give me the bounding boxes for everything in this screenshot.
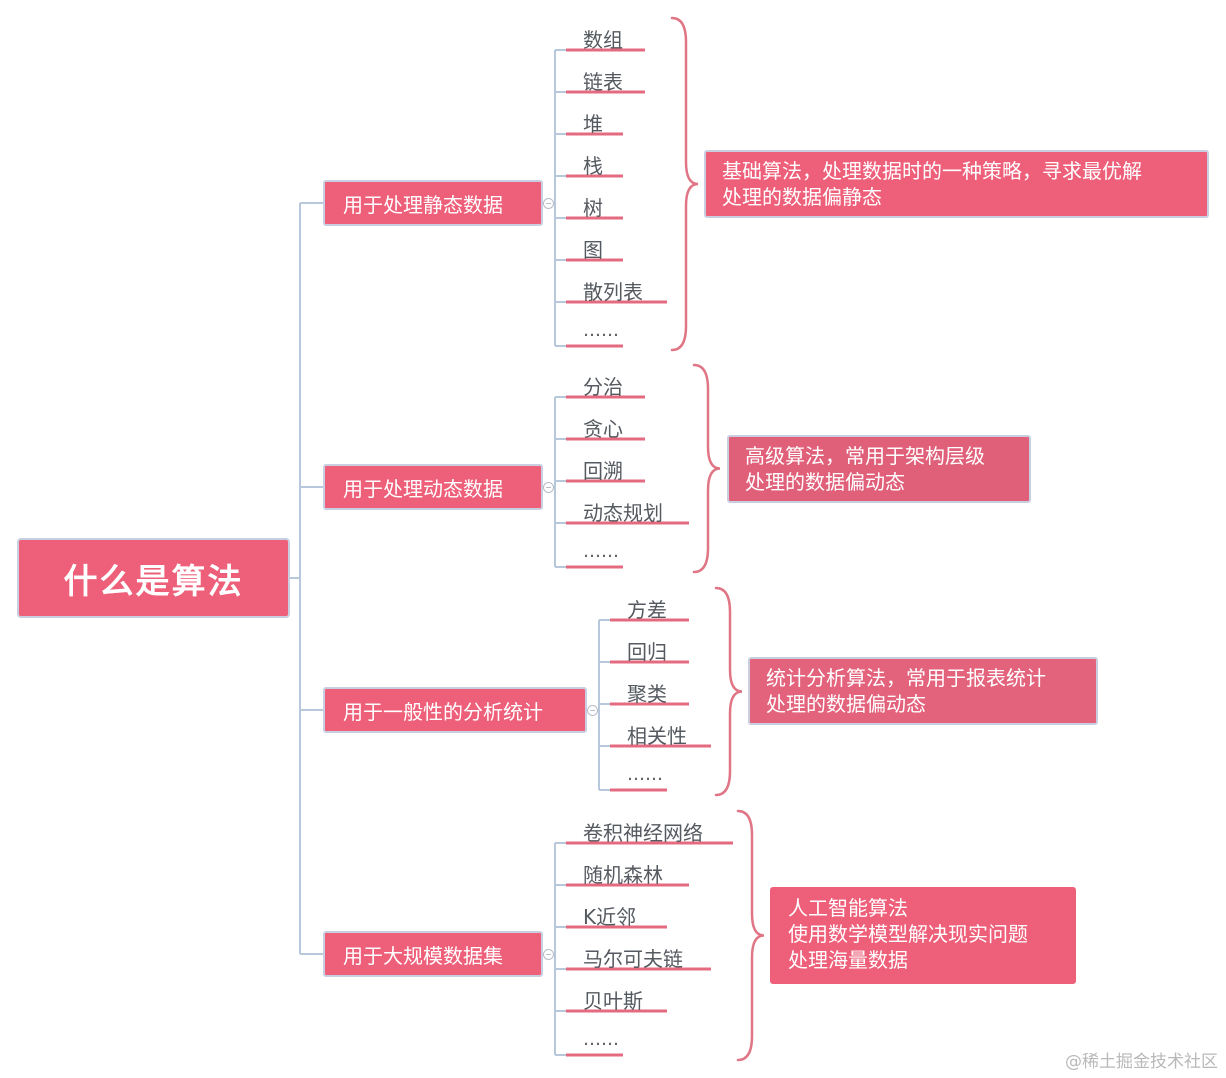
- root-topic[interactable]: 什么是算法: [17, 538, 290, 618]
- leaf-item[interactable]: 回归: [627, 640, 667, 664]
- branch-label: 用于处理动态数据: [343, 476, 503, 501]
- leaf-item[interactable]: 数组: [583, 28, 623, 52]
- branch-label: 用于处理静态数据: [343, 192, 503, 217]
- collapse-toggle-icon[interactable]: −: [587, 705, 598, 716]
- leaf-item[interactable]: 聚类: [627, 682, 667, 706]
- branch-statistics[interactable]: 用于一般性的分析统计: [323, 687, 587, 733]
- leaf-item[interactable]: 方差: [627, 598, 667, 622]
- leaf-item[interactable]: 马尔可夫链: [583, 947, 683, 971]
- note-line: 处理的数据偏静态: [722, 185, 882, 209]
- branch-large-datasets[interactable]: 用于大规模数据集: [323, 931, 543, 977]
- summary-brace: [736, 809, 765, 1062]
- note-advanced-algorithms[interactable]: 高级算法，常用于架构层级 处理的数据偏动态: [727, 435, 1031, 503]
- leaf-item[interactable]: ……: [583, 541, 619, 562]
- note-line: 使用数学模型解决现实问题: [788, 922, 1028, 946]
- leaf-item[interactable]: 栈: [583, 154, 603, 178]
- note-line: 统计分析算法，常用于报表统计: [766, 666, 1046, 690]
- leaf-item[interactable]: 树: [583, 196, 603, 220]
- note-statistical-algorithms[interactable]: 统计分析算法，常用于报表统计 处理的数据偏动态: [748, 657, 1098, 725]
- root-topic-label: 什么是算法: [63, 561, 244, 602]
- note-basic-algorithms[interactable]: 基础算法，处理数据时的一种策略，寻求最优解 处理的数据偏静态: [704, 150, 1209, 218]
- note-line: 人工智能算法: [788, 896, 908, 920]
- branch-dynamic-data[interactable]: 用于处理动态数据: [323, 464, 543, 510]
- leaf-item[interactable]: 动态规划: [583, 501, 663, 525]
- leaf-item[interactable]: 分治: [583, 375, 623, 399]
- leaf-item[interactable]: 链表: [583, 70, 623, 94]
- leaf-item[interactable]: 随机森林: [583, 863, 663, 887]
- leaf-item[interactable]: ……: [583, 1029, 619, 1050]
- leaf-item[interactable]: 贝叶斯: [583, 989, 643, 1013]
- leaf-item[interactable]: 散列表: [583, 280, 643, 304]
- branch-static-data[interactable]: 用于处理静态数据: [323, 180, 543, 226]
- leaf-item[interactable]: ……: [583, 320, 619, 341]
- note-line: 处理海量数据: [788, 948, 908, 972]
- watermark: @稀土掘金技术社区: [1065, 1052, 1218, 1072]
- leaf-item[interactable]: 相关性: [627, 724, 687, 748]
- note-line: 基础算法，处理数据时的一种策略，寻求最优解: [722, 159, 1142, 183]
- summary-brace: [714, 586, 743, 797]
- summary-brace: [670, 16, 699, 352]
- branch-label: 用于大规模数据集: [343, 943, 503, 968]
- leaf-item[interactable]: 堆: [583, 112, 603, 136]
- leaf-item[interactable]: K近邻: [583, 905, 637, 929]
- leaf-item[interactable]: 图: [583, 238, 603, 262]
- leaf-item[interactable]: ……: [627, 764, 663, 785]
- note-line: 处理的数据偏动态: [766, 692, 926, 716]
- collapse-toggle-icon[interactable]: −: [543, 198, 554, 209]
- leaf-item[interactable]: 回溯: [583, 459, 623, 483]
- branch-label: 用于一般性的分析统计: [343, 699, 543, 724]
- leaf-item[interactable]: 卷积神经网络: [583, 821, 703, 845]
- collapse-toggle-icon[interactable]: −: [543, 482, 554, 493]
- note-line: 处理的数据偏动态: [745, 470, 905, 494]
- collapse-toggle-icon[interactable]: −: [543, 949, 554, 960]
- note-ai-algorithms[interactable]: 人工智能算法 使用数学模型解决现实问题 处理海量数据: [770, 887, 1076, 984]
- note-line: 高级算法，常用于架构层级: [745, 444, 985, 468]
- summary-brace: [692, 363, 721, 574]
- leaf-item[interactable]: 贪心: [583, 417, 623, 441]
